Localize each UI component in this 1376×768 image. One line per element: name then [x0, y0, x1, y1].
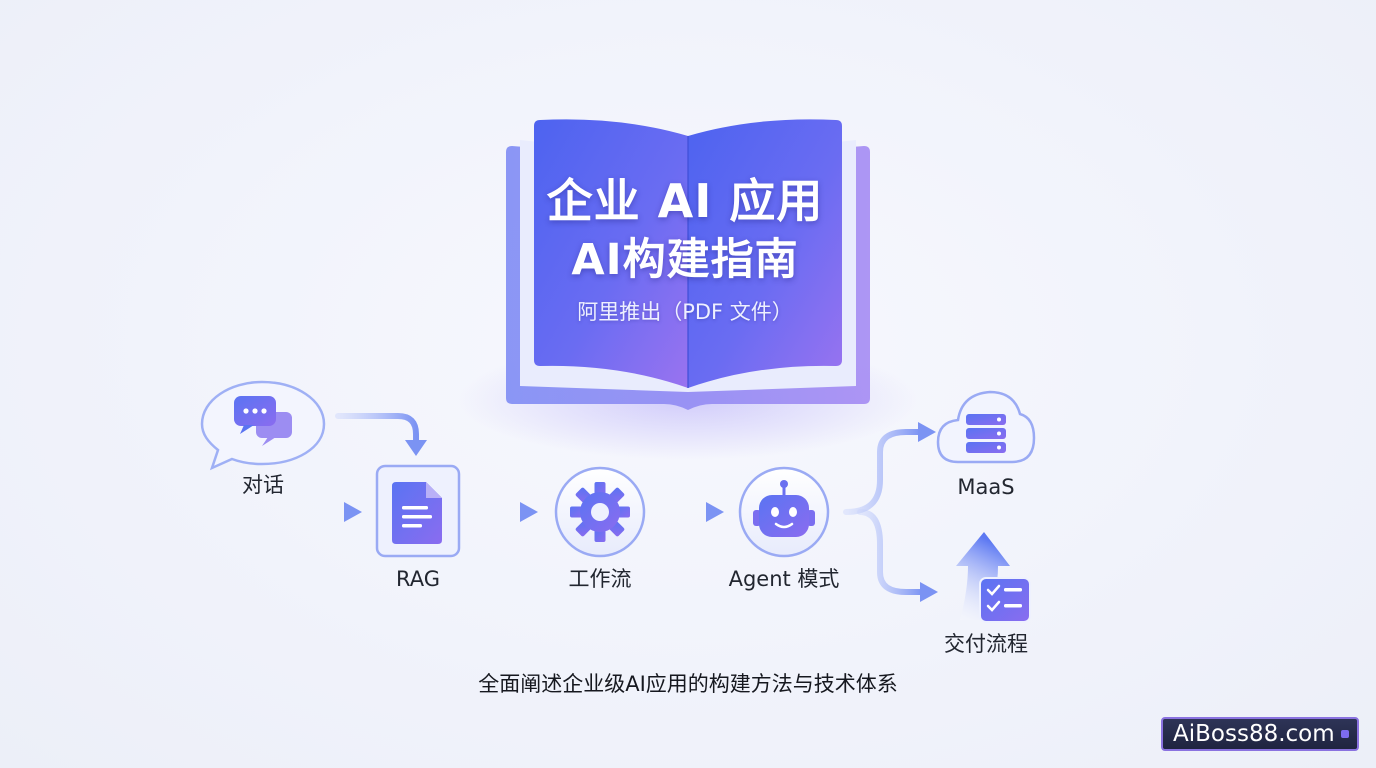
- branch-arrow: [843, 422, 938, 602]
- arrow-head-entry-to-rag: [344, 502, 362, 522]
- node-label-workflow: 工作流: [568, 567, 632, 591]
- watermark-badge: AiBoss88.com: [1161, 717, 1359, 751]
- document-icon: [375, 464, 461, 558]
- caption: 全面阐述企业级AI应用的构建方法与技术体系: [478, 672, 898, 696]
- square-dot-icon: [1341, 730, 1349, 738]
- chat-bubble-icon: [200, 380, 326, 471]
- arrow-head-chat-to-rag: [405, 440, 427, 456]
- node-label-agent: Agent 模式: [728, 567, 840, 591]
- gear-icon: [554, 466, 646, 558]
- cloud-server-icon: [936, 390, 1036, 464]
- delivery-checklist-icon: [956, 532, 1031, 623]
- robot-icon: [738, 466, 830, 558]
- arrow-chat-to-rag: [335, 413, 419, 447]
- node-label-rag: RAG: [395, 567, 440, 591]
- book-title-line2: AI构建指南: [571, 235, 799, 285]
- node-label-maas: MaaS: [957, 475, 1015, 499]
- arrow-head-workflow-to-agent: [706, 502, 724, 522]
- watermark-text: AiBoss88.com: [1173, 721, 1335, 747]
- arrow-head-rag-to-workflow: [520, 502, 538, 522]
- book-title-line1: 企业 AI 应用: [546, 174, 824, 228]
- book-subtitle: 阿里推出（PDF 文件）: [577, 300, 793, 324]
- node-label-delivery: 交付流程: [944, 632, 1028, 656]
- book-illustration: [506, 119, 870, 410]
- node-label-chat: 对话: [242, 473, 284, 497]
